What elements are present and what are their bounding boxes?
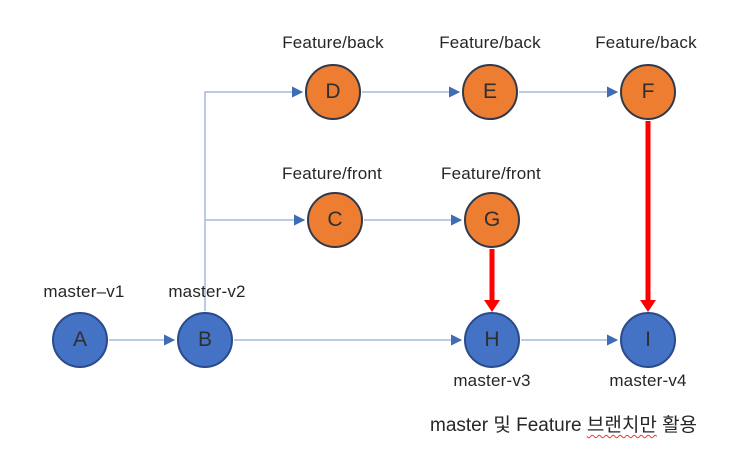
commit-node-a: A [52, 312, 108, 368]
tag-label-master-v1: master–v1 [43, 282, 125, 301]
branch-label-feature-front-g: Feature/front [441, 164, 541, 183]
commit-node-h: H [464, 312, 520, 368]
commit-node-e-label: E [482, 80, 497, 103]
edge-branch-to-d [204, 86, 304, 311]
caption-prefix: master 및 Feature [430, 415, 587, 436]
branch-label-feature-back-d: Feature/back [282, 33, 384, 52]
commit-node-b: B [177, 312, 233, 368]
commit-node-e: E [462, 64, 518, 120]
commit-node-d: D [305, 64, 361, 120]
commit-node-f-label: F [641, 80, 655, 103]
merge-arrow-f-i [640, 121, 656, 312]
commit-node-f: F [620, 64, 676, 120]
commit-node-d-label: D [325, 80, 341, 103]
tag-label-master-v3: master-v3 [453, 371, 531, 390]
caption-suffix: 활용 [656, 415, 698, 436]
branch-label-feature-front-c: Feature/front [282, 164, 382, 183]
commit-node-g-label: G [483, 208, 501, 231]
tag-label-master-v2: master-v2 [168, 282, 246, 301]
tag-label-master-v4: master-v4 [609, 371, 687, 390]
commit-node-i: I [620, 312, 676, 368]
branch-label-feature-back-f: Feature/back [595, 33, 697, 52]
caption-misspelled-word: 브랜치만 [586, 415, 657, 436]
commit-node-a-label: A [72, 328, 87, 351]
commit-node-h-label: H [484, 328, 500, 351]
commit-node-g: G [464, 192, 520, 248]
commit-node-i-label: I [645, 328, 651, 351]
branch-label-feature-back-e: Feature/back [439, 33, 541, 52]
commit-node-b-label: B [197, 328, 212, 351]
merge-arrow-g-h [484, 249, 500, 312]
commit-node-c: C [307, 192, 363, 248]
diagram-caption: master 및 Feature 브랜치만 활용 [430, 410, 697, 437]
commit-node-c-label: C [327, 208, 343, 231]
